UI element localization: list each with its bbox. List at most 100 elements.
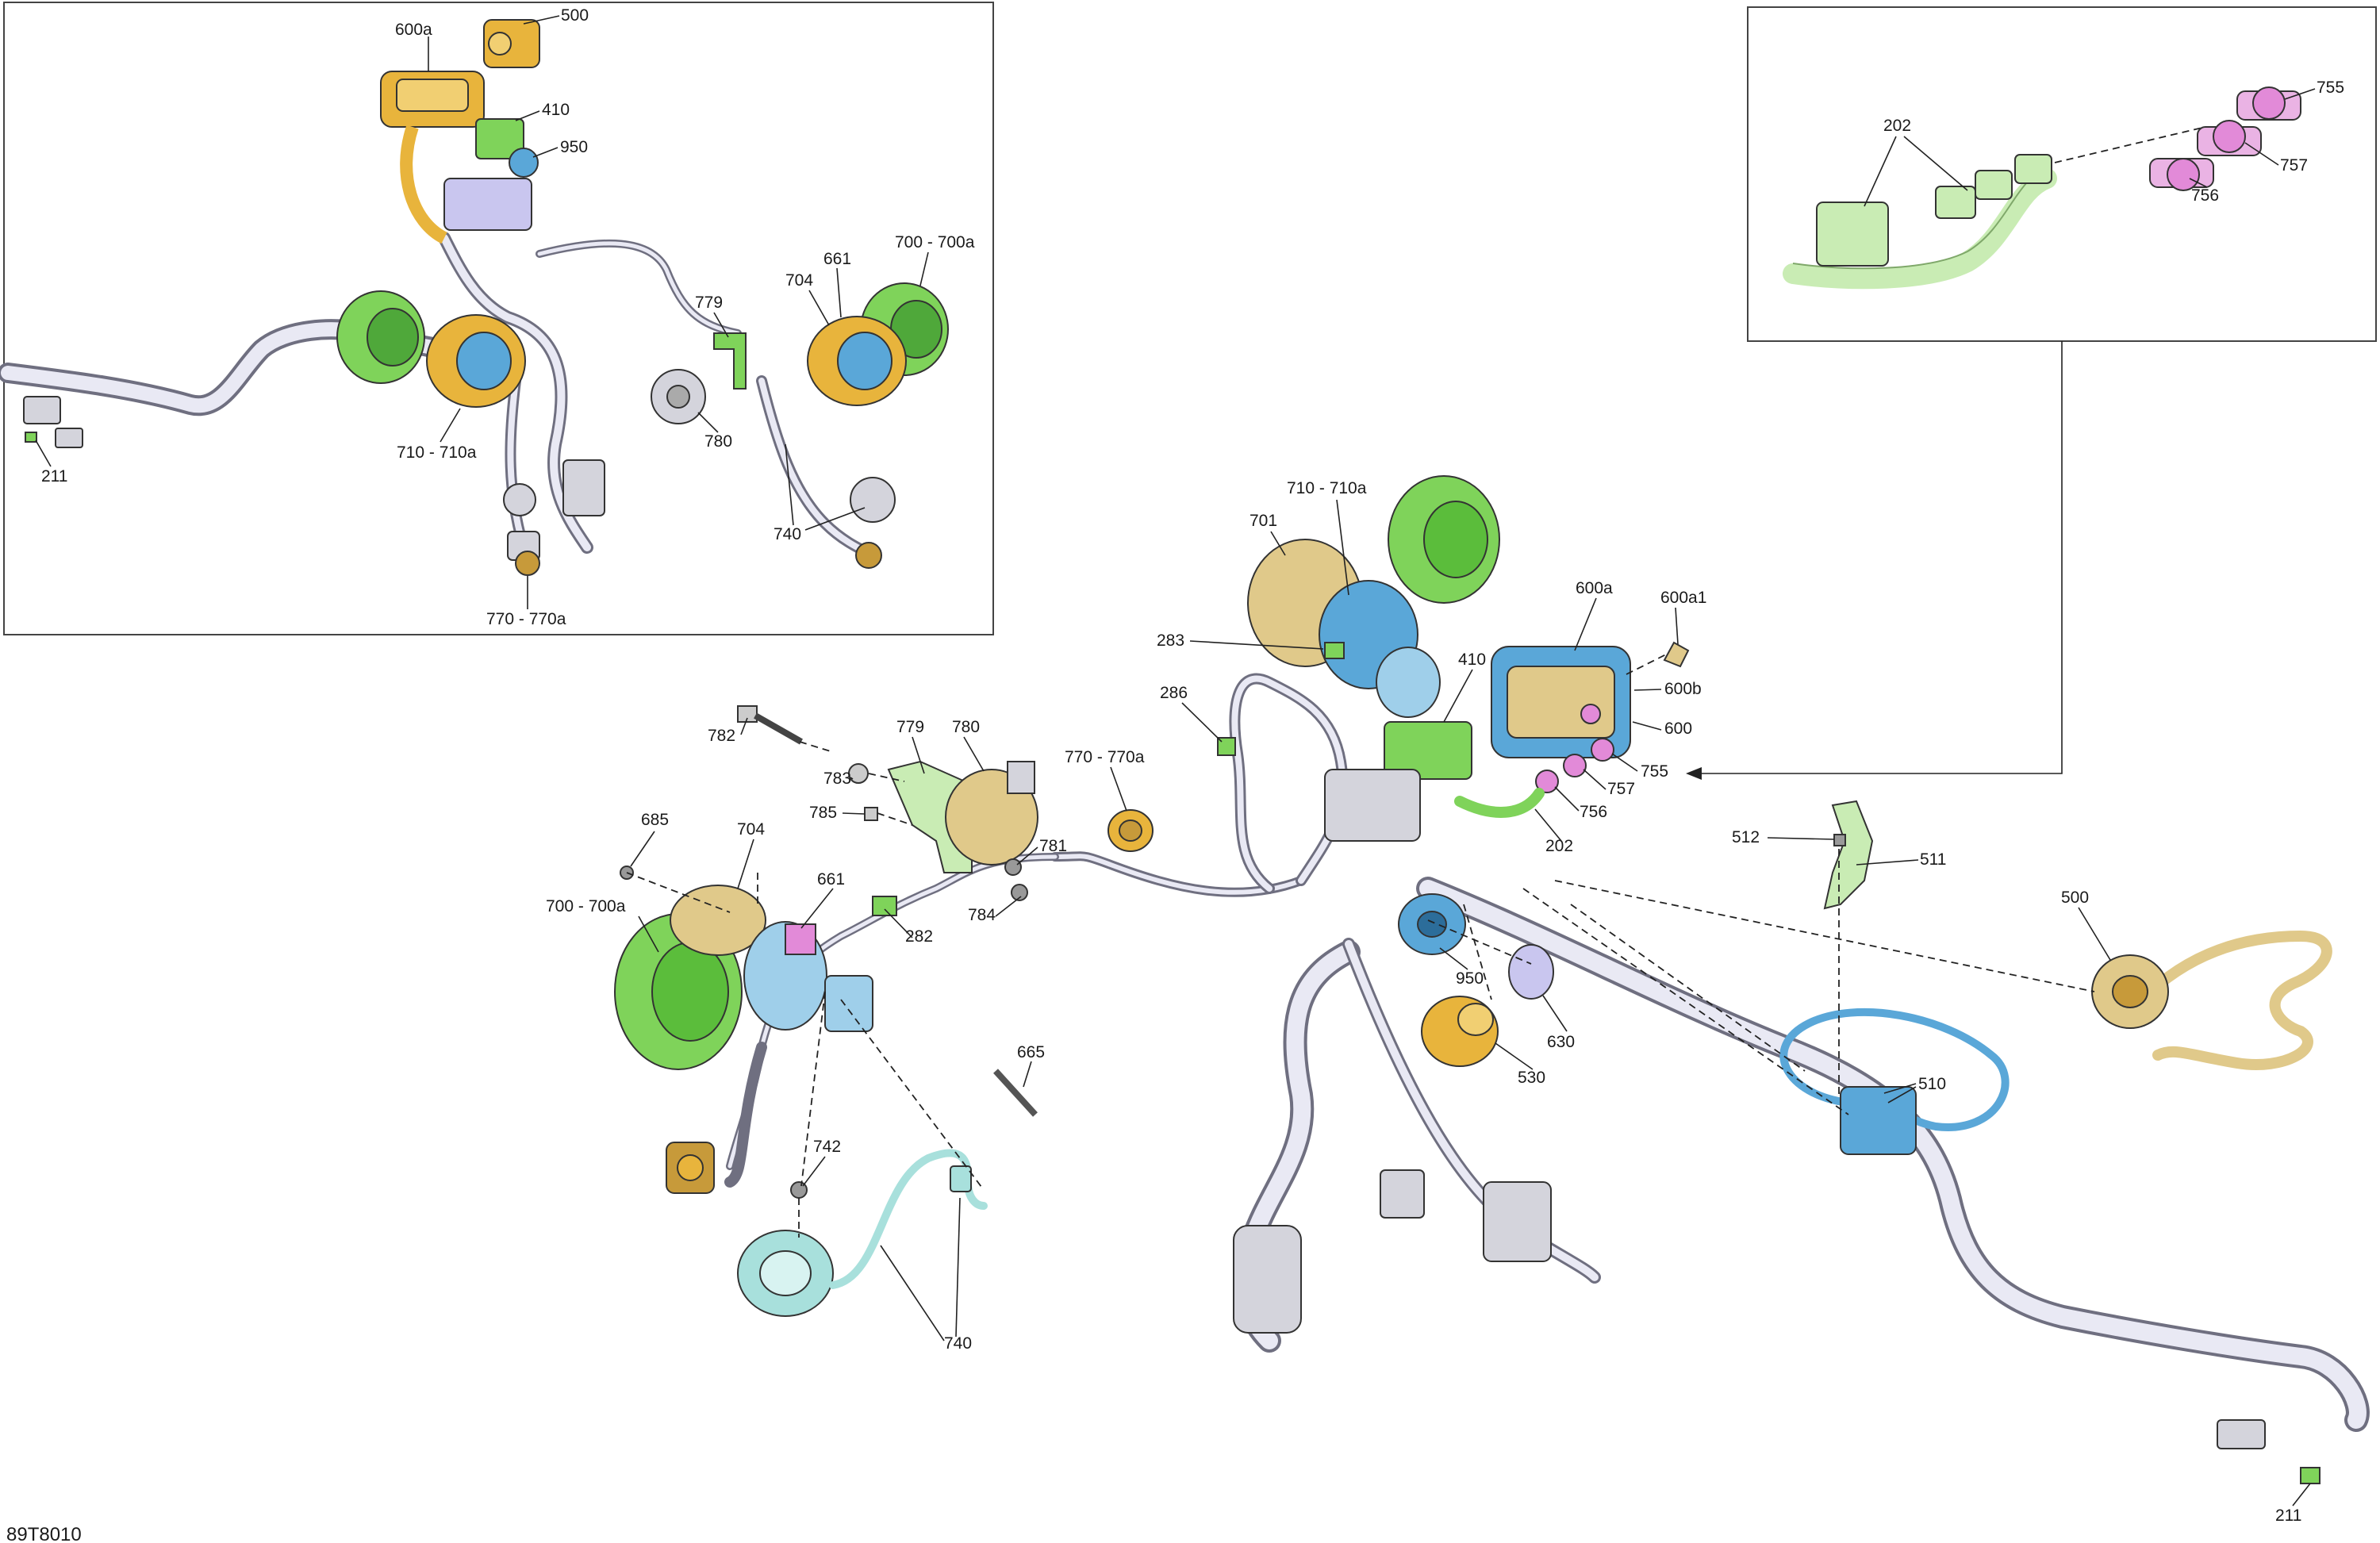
main-connector-mid [1380,1169,1425,1219]
inset-switch-756 [2149,158,2214,191]
label-inset-700: 700 - 700a [895,233,975,251]
main-fuse-box [1324,769,1421,842]
label-inset-500: 500 [561,6,589,25]
label-950: 950 [1456,969,1484,988]
main-bulb-661 [785,923,816,955]
main-part-500 [2091,930,2332,1070]
label-704: 704 [737,820,765,839]
label-510: 510 [1918,1075,1946,1093]
main-screw-512 [1833,834,1846,846]
label-500: 500 [2061,889,2089,907]
main-antenna-510 [1779,1008,2010,1131]
label-inset-410: 410 [542,101,570,119]
label-511: 511 [1920,850,1946,869]
label-inset-780: 780 [704,432,732,451]
label-783: 783 [823,770,851,788]
main-switch-756 [1535,770,1559,793]
inset-harness-right-lead [536,239,742,337]
main-washer-783 [848,763,869,784]
main-view: 710 - 710a 701 600a 600a1 283 410 600b 2… [546,475,2370,1525]
main-screw-785 [864,807,878,821]
label-600: 600 [1664,720,1692,738]
label-211: 211 [2275,1507,2301,1525]
main-connector-211 [2217,1419,2320,1484]
inset-headlamp-710 [426,314,526,408]
label-530: 530 [1518,1069,1545,1087]
inset-connector-detail: 202 755 757 756 [1747,6,2377,342]
label-512: 512 [1732,828,1760,846]
inset-ecu-600a [380,71,485,244]
label-600b: 600b [1664,680,1702,698]
label-757: 757 [1607,780,1635,798]
inset-connector-211 [23,396,83,448]
inset-module [562,459,605,516]
inset-switch-757 [2197,120,2262,156]
label-inset-704: 704 [785,271,813,290]
inset-switch-755 [2236,86,2301,121]
label-600a1: 600a1 [1660,589,1706,607]
main-nut-784 [1011,884,1028,901]
label-781: 781 [1039,837,1067,855]
label-710: 710 - 710a [1287,479,1367,497]
main-harness-foglamp [724,1042,767,1188]
main-connector-770-center [1107,809,1154,852]
main-switch-757 [1563,754,1587,777]
inset-switch-950 [509,148,539,178]
main-harness-branch [1342,938,1601,1284]
label-inset-755: 755 [2317,79,2344,97]
figure-code: 89T8010 [6,1524,82,1543]
inset-plug-a [1935,186,1976,219]
label-inset-756: 756 [2191,186,2219,205]
main-nut-781 [1004,858,1022,876]
label-inset-770: 770 - 770a [486,610,566,628]
label-600a: 600a [1576,579,1613,597]
label-inset-710: 710 - 710a [397,443,477,462]
inset-fuse-box [443,178,532,231]
main-seal-600a1 [1663,641,1690,668]
main-connector-282 [872,896,897,916]
inset-part-500 [483,19,540,68]
inset-dash-line [2054,126,2206,163]
label-779: 779 [896,718,924,736]
main-ecu-600 [1491,646,1631,758]
main-part-630 [1508,944,1554,1000]
main-headlamp-green-upper [1388,475,1500,604]
label-784: 784 [968,906,996,924]
main-bolt-665 [993,1069,1038,1117]
label-inset-211: 211 [41,467,67,486]
label-742: 742 [813,1138,841,1156]
main-relay-410 [1384,721,1472,780]
main-bolt-782 [737,705,803,745]
inset-sensor [503,483,536,516]
main-bracket-511 [1823,800,1874,910]
inset-horn-780 [651,369,706,424]
label-inset-661: 661 [823,250,851,268]
main-harness-202 [1454,788,1545,818]
label-740: 740 [944,1334,972,1353]
label-410: 410 [1458,651,1486,669]
inset-main-frame [3,2,994,635]
label-inset-740: 740 [774,525,801,543]
label-inset-202: 202 [1883,117,1911,135]
inset-plug-c [2014,154,2052,184]
label-661: 661 [817,870,845,889]
main-foglamp-wire [829,1149,988,1289]
label-inset-757: 757 [2280,156,2308,175]
main-module-510 [1840,1086,1917,1155]
reference-arrow-line [1702,341,2063,774]
label-756: 756 [1580,803,1607,821]
reference-arrow-head [1686,767,1702,780]
inset-connector-770 [507,531,540,576]
label-685: 685 [641,811,669,829]
main-horn-780 [945,761,1038,866]
inset-foglamp [850,477,896,523]
label-630: 630 [1547,1033,1575,1051]
label-785: 785 [809,804,837,822]
main-foglamp-plug [950,1165,972,1192]
main-switch-950 [1398,893,1466,955]
main-switch-755 [1591,738,1614,762]
inset-relay-410 [475,118,524,159]
label-700: 700 - 700a [546,897,626,915]
label-780: 780 [952,718,980,736]
